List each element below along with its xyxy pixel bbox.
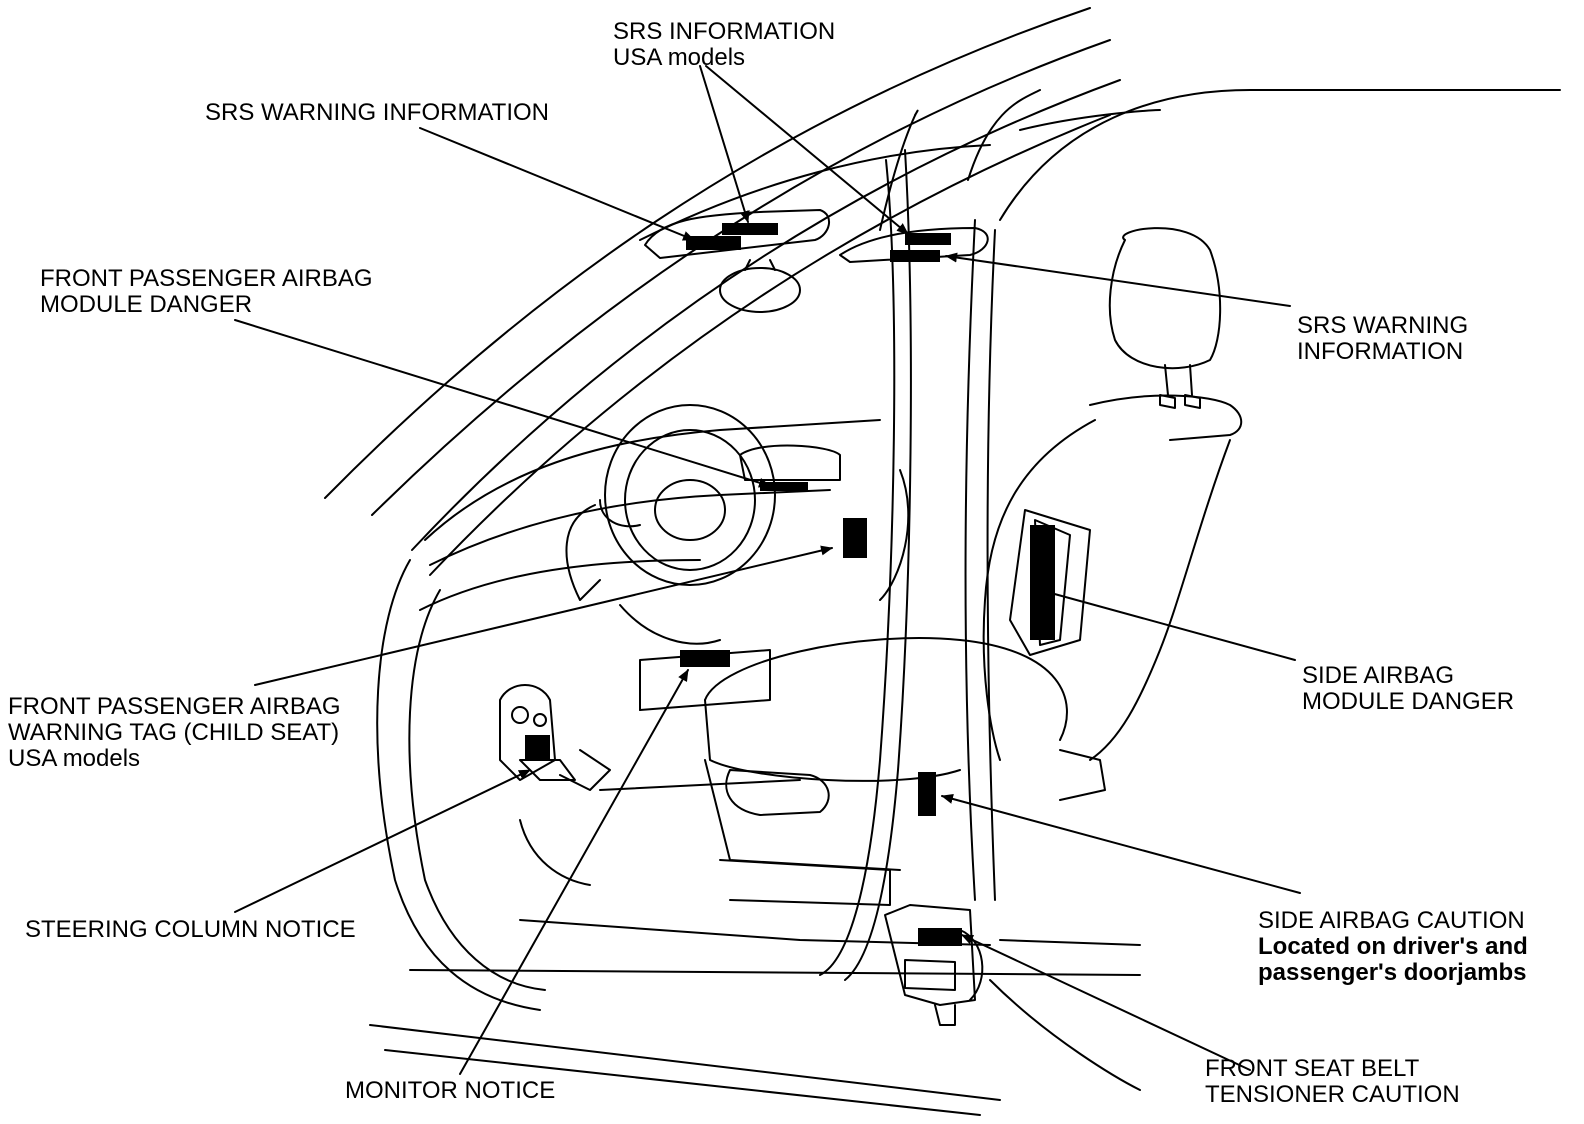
label-steering-column-notice: STEERING COLUMN NOTICE	[25, 917, 356, 943]
windshield-frame	[324, 7, 1121, 576]
label-block-srs-warning-right	[890, 250, 940, 262]
label-line: MODULE DANGER	[1302, 688, 1515, 715]
label-line: SRS WARNING INFORMATION	[205, 99, 549, 126]
leader-passenger-airbag-danger	[234, 319, 771, 488]
label-side-airbag-module-danger: SIDE AIRBAG MODULE DANGER	[1302, 663, 1514, 715]
label-line-bold: passenger's doorjambs	[1258, 959, 1527, 986]
front-seat	[704, 227, 1243, 871]
steering-wheel	[565, 404, 776, 601]
leader-passenger-warning-tag	[254, 545, 833, 686]
label-block-srs-info-left	[722, 223, 778, 235]
label-line: SIDE AIRBAG	[1302, 662, 1455, 689]
tensioner-assembly	[884, 904, 984, 1026]
label-line: STEERING COLUMN NOTICE	[25, 916, 356, 943]
leader-side-airbag-danger	[1039, 588, 1296, 661]
label-line: TENSIONER CAUTION	[1205, 1081, 1460, 1108]
label-side-airbag-caution: SIDE AIRBAG CAUTION Located on driver's …	[1258, 908, 1528, 986]
label-line: SIDE AIRBAG CAUTION	[1258, 907, 1525, 934]
label-block-side-airbag-caution	[918, 772, 936, 816]
label-block-srs-warning-left	[686, 236, 741, 250]
leader-side-airbag-caution	[941, 794, 1301, 894]
label-line: MONITOR NOTICE	[345, 1077, 556, 1104]
label-front-passenger-airbag-danger: FRONT PASSENGER AIRBAG MODULE DANGER	[40, 266, 373, 318]
leader-steering-column	[234, 769, 531, 913]
leader-srs-warning-left	[419, 127, 695, 241]
label-line: USA models	[613, 44, 746, 71]
label-line-bold: Located on driver's and	[1258, 933, 1528, 960]
leader-srs-info-a	[699, 65, 750, 223]
floor-pedals	[499, 684, 891, 906]
label-block-passenger-airbag	[760, 482, 808, 491]
leader-monitor-notice	[459, 669, 689, 1075]
label-block-monitor	[680, 650, 730, 667]
leader-srs-info-b	[705, 65, 909, 235]
label-line: INFORMATION	[1297, 338, 1464, 365]
leader-lines	[234, 65, 1301, 1075]
label-srs-warning-information-left: SRS WARNING INFORMATION	[205, 100, 549, 126]
label-line: FRONT SEAT BELT	[1205, 1055, 1420, 1082]
leader-tensioner-caution	[961, 934, 1251, 1071]
label-monitor-notice: MONITOR NOTICE	[345, 1078, 555, 1104]
label-block-srs-info-right	[905, 233, 951, 245]
dashboard	[419, 419, 910, 711]
label-block-side-airbag	[1030, 525, 1055, 640]
label-block-tensioner	[918, 928, 962, 946]
label-srs-warning-information-right: SRS WARNING INFORMATION	[1297, 313, 1468, 365]
label-line: FRONT PASSENGER AIRBAG	[8, 693, 341, 720]
label-line: MODULE DANGER	[40, 291, 253, 318]
label-front-seat-belt-tensioner-caution: FRONT SEAT BELT TENSIONER CAUTION	[1205, 1056, 1460, 1108]
label-srs-information-usa: SRS INFORMATION USA models	[613, 19, 835, 71]
label-block-passenger-tag	[843, 518, 867, 558]
door-opening-frame	[369, 559, 1141, 1116]
label-block-steering-column	[525, 735, 550, 760]
label-front-passenger-warning-tag: FRONT PASSENGER AIRBAG WARNING TAG (CHIL…	[8, 694, 341, 772]
label-line: WARNING TAG (CHILD SEAT)	[8, 719, 340, 746]
b-pillar	[819, 89, 1561, 1091]
label-line: SRS INFORMATION	[613, 18, 836, 45]
label-line: FRONT PASSENGER AIRBAG	[40, 265, 373, 292]
warning-label-blocks	[525, 223, 1055, 946]
label-line: USA models	[8, 745, 141, 772]
leader-srs-warning-right	[945, 252, 1291, 307]
label-line: SRS WARNING	[1297, 312, 1469, 339]
